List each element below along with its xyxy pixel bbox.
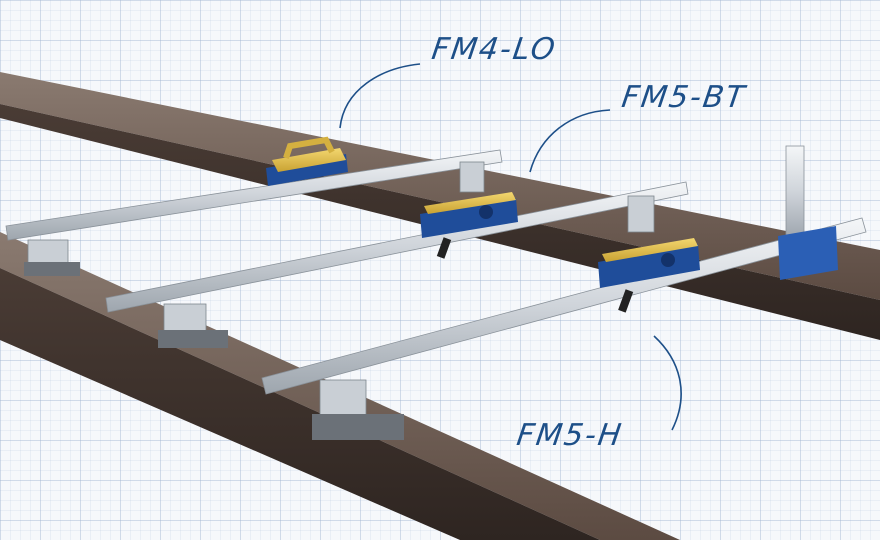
leader-line-fm5-h <box>653 335 682 431</box>
label-fm5-bt: FM5-BT <box>619 80 749 115</box>
device-fm5-h <box>598 238 700 313</box>
leader-line-fm4-lo <box>339 63 421 129</box>
leader-line-fm5-bt <box>529 109 611 173</box>
label-fm5-h: FM5-H <box>514 418 626 453</box>
beam-fm4 <box>5 149 503 276</box>
beam-fm5-h <box>261 145 867 440</box>
device-fm4-lo <box>266 136 348 186</box>
device-fm5-bt <box>420 192 518 259</box>
beam-fm5-bt <box>105 181 689 348</box>
label-fm4-lo: FM4-LO <box>429 32 559 67</box>
